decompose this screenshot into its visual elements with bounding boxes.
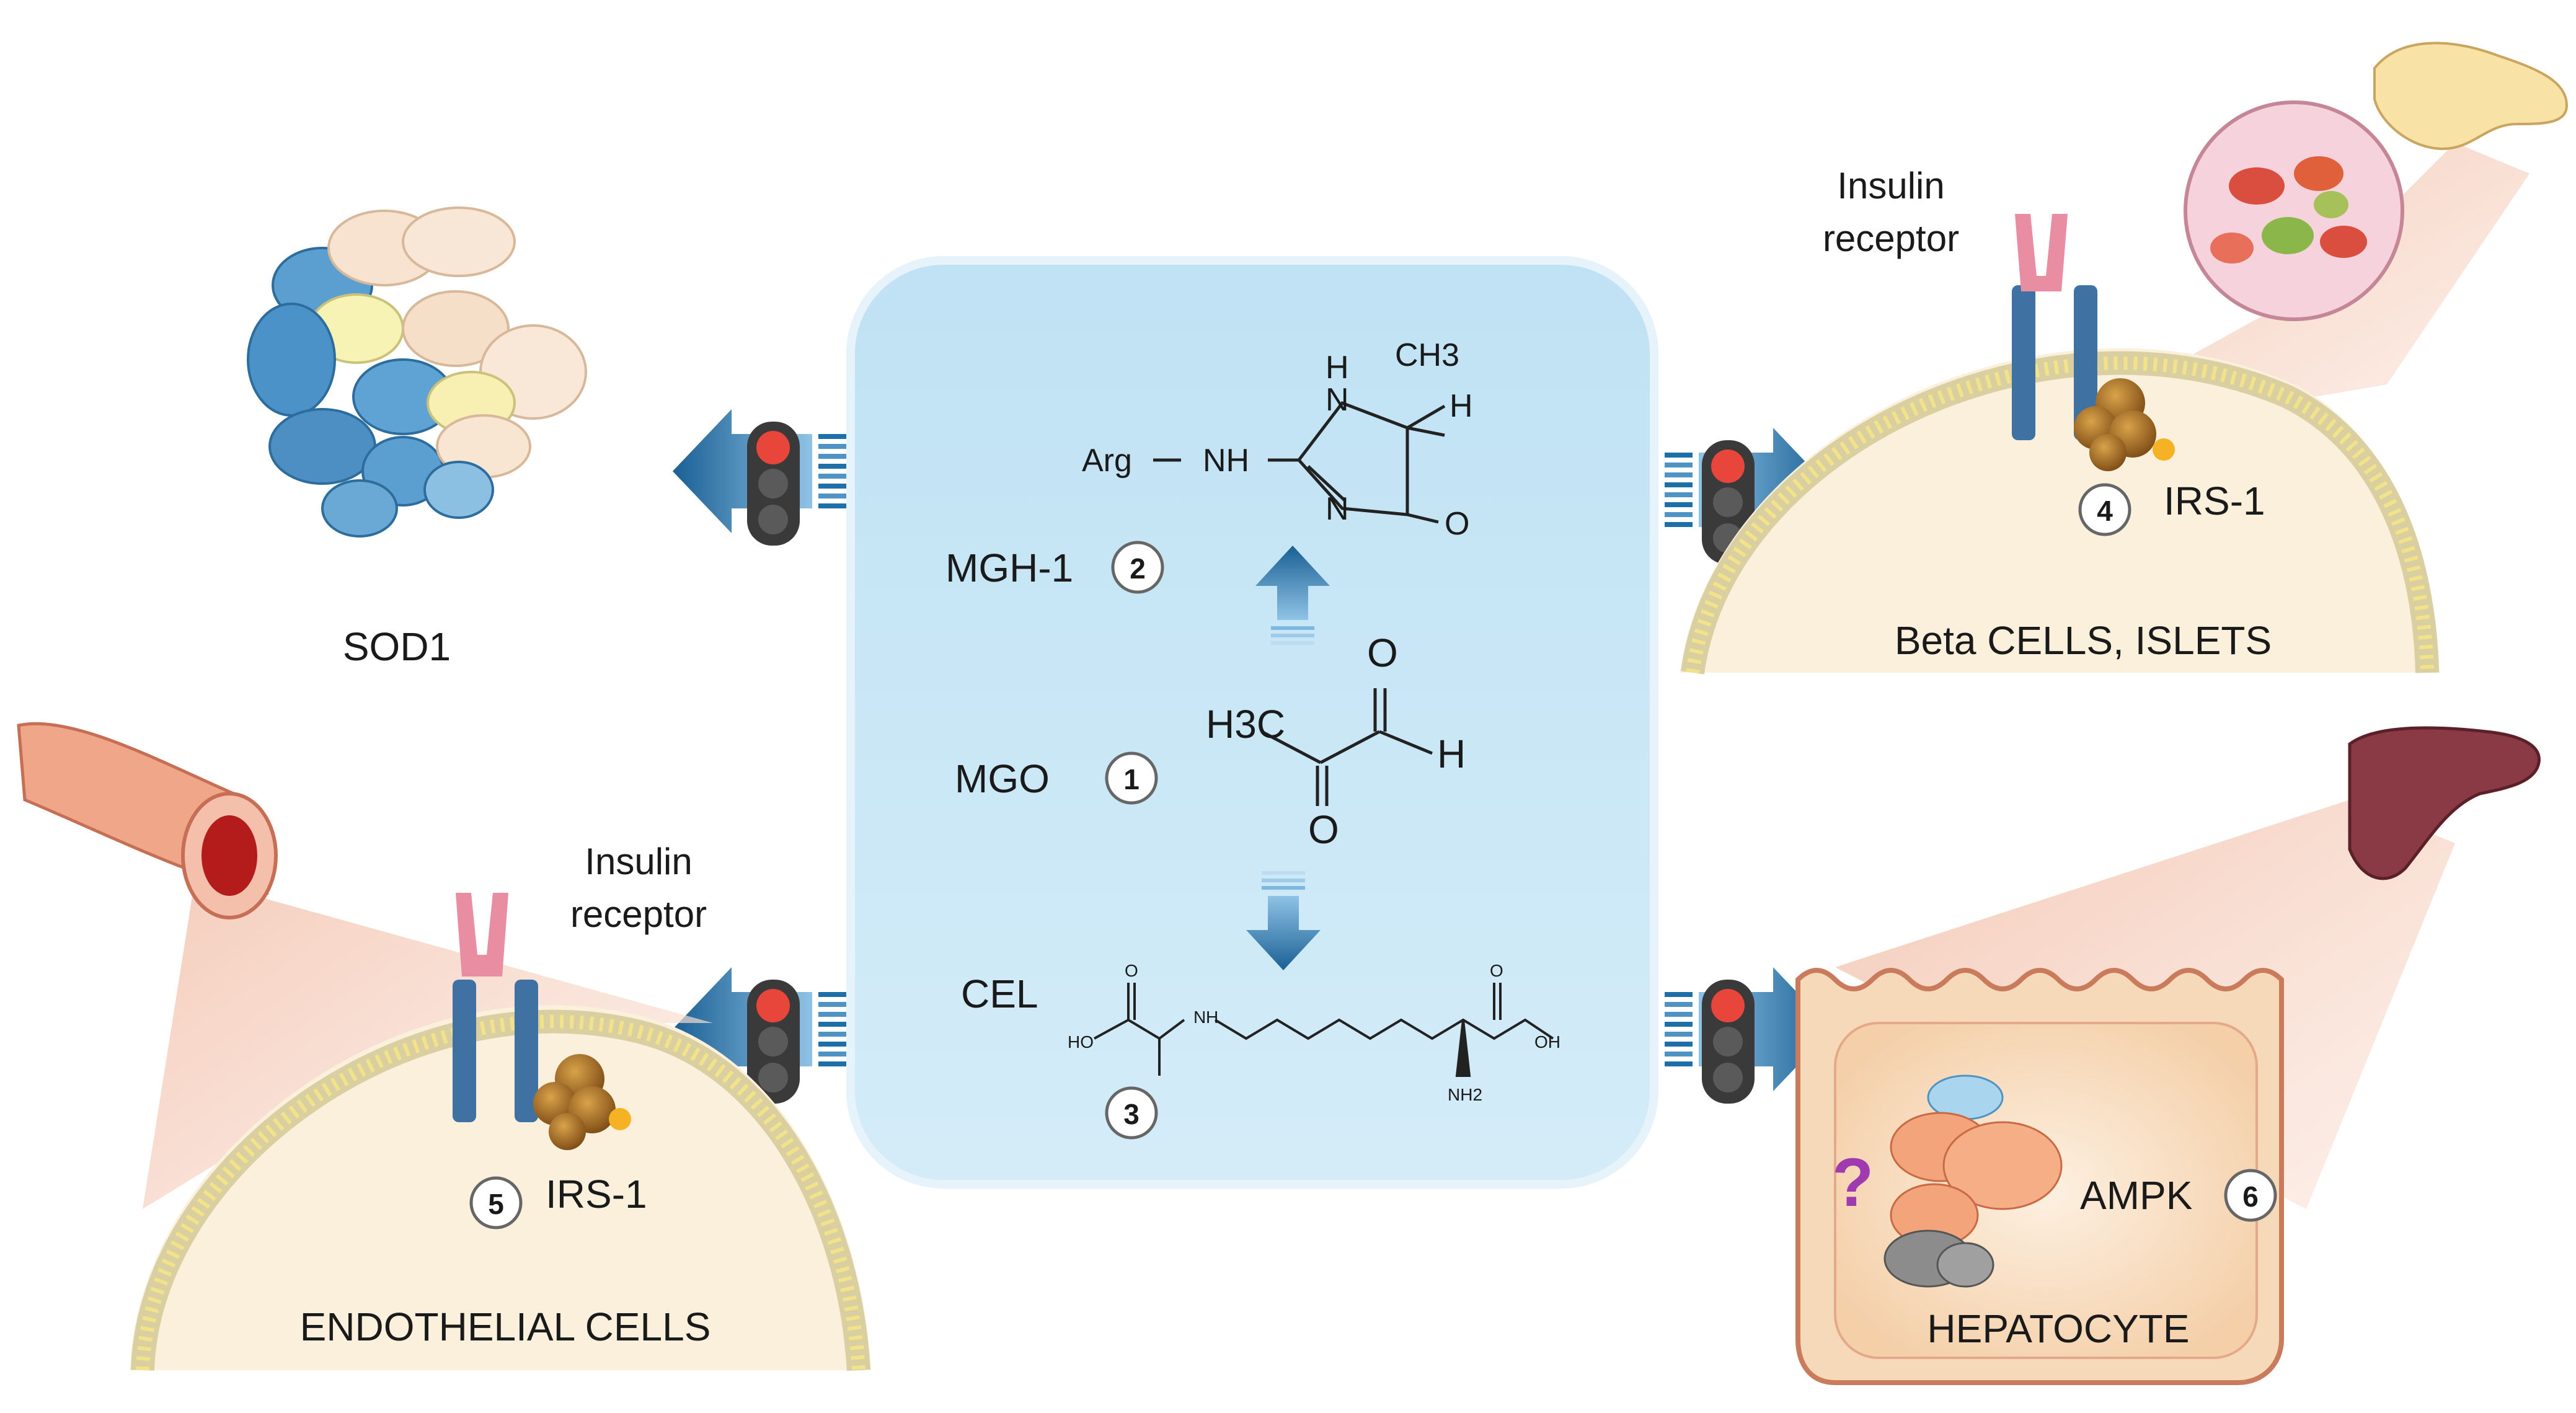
- down-arrow: [1246, 871, 1321, 970]
- cel-nh2-label: NH2: [1448, 1085, 1482, 1104]
- h3c-label: H3C: [1206, 702, 1285, 746]
- ampk-label: AMPK: [2080, 1173, 2192, 1218]
- irs1-protein-beta: [2074, 378, 2175, 471]
- insulin-receptor-beta: [2012, 214, 2097, 440]
- traffic-light-sod1: [747, 422, 800, 546]
- mgh1-structure: [1153, 401, 1446, 524]
- cel-structure-labels: HO O N H O OH NH2: [1068, 961, 1560, 1104]
- ring-h-label: H: [1326, 350, 1349, 386]
- blood-vessel-illustration: [17, 722, 278, 919]
- endothelial-cells-label: ENDOTHELIAL CELLS: [300, 1304, 711, 1349]
- sod1-protein-illustration: [247, 206, 587, 538]
- cel-structure: [1094, 983, 1554, 1077]
- nh-label: NH: [1203, 443, 1249, 479]
- endothelial-receptor-label-1: Insulin: [585, 841, 692, 882]
- svg-text:6: 6: [2242, 1180, 2259, 1213]
- beta-number-badge: 4: [2078, 483, 2131, 536]
- ring-n-bottom-label: N: [1326, 491, 1349, 527]
- endothelial-irs1-label: IRS-1: [546, 1172, 647, 1216]
- insulin-receptor-endothelial: [453, 893, 538, 1122]
- liver-organ: [2348, 726, 2541, 880]
- mgh1-number-badge: 2: [1111, 541, 1164, 594]
- beta-irs1-label: IRS-1: [2164, 479, 2265, 523]
- ch3-label: CH3: [1395, 337, 1459, 373]
- traffic-light-hepatocyte: [1702, 980, 1755, 1104]
- cel-o-right-label: O: [1490, 961, 1503, 980]
- cel-ho-label: HO: [1068, 1032, 1094, 1052]
- up-arrow: [1255, 546, 1330, 645]
- beta-receptor-label-2: receptor: [1823, 218, 1959, 259]
- mgh1-structure-labels: Arg NH H N N O CH3 H: [1082, 337, 1473, 542]
- beta-cell-body: [1680, 348, 2440, 675]
- h-label: H: [1450, 388, 1473, 424]
- sod1-label: SOD1: [343, 624, 451, 669]
- irs1-protein-endothelial: [533, 1054, 631, 1150]
- cel-number-badge: 3: [1105, 1086, 1158, 1140]
- mgo-structure: [1260, 688, 1433, 806]
- cel-label: CEL: [961, 972, 1038, 1016]
- beta-cells-label: Beta CELLS, ISLETS: [1895, 618, 2272, 663]
- arg-label: Arg: [1082, 443, 1132, 479]
- hepatocyte-number-badge: 6: [2224, 1169, 2277, 1222]
- ring-n-top-label: N: [1326, 382, 1349, 418]
- mgo-label: MGO: [955, 756, 1050, 801]
- beta-receptor-label-1: Insulin: [1837, 165, 1944, 206]
- traffic-light-endothelial: [747, 980, 800, 1104]
- ring-o-label: O: [1445, 506, 1469, 542]
- cel-o-left-label: O: [1125, 961, 1138, 980]
- svg-text:2: 2: [1130, 552, 1146, 585]
- pancreas-organ: [2373, 42, 2569, 151]
- cel-nh-h-label: H: [1206, 1008, 1218, 1027]
- mgo-number-badge: 1: [1105, 751, 1158, 805]
- mgh1-label: MGH-1: [945, 546, 1073, 590]
- mgo-h-label: H: [1437, 732, 1466, 776]
- svg-text:5: 5: [488, 1188, 504, 1220]
- cel-n-label: N: [1193, 1008, 1206, 1027]
- mgo-structure-labels: H3C O O H: [1206, 631, 1466, 852]
- islet-illustration: [2184, 100, 2404, 321]
- center-panel: [846, 256, 1658, 1189]
- cel-oh-label: OH: [1534, 1032, 1560, 1052]
- svg-text:1: 1: [1123, 763, 1140, 795]
- endothelial-receptor-label-2: receptor: [570, 893, 707, 935]
- mgo-o-bottom-label: O: [1308, 807, 1339, 852]
- mgo-o-top-label: O: [1367, 631, 1398, 675]
- svg-text:3: 3: [1123, 1098, 1140, 1130]
- ampk-protein-illustration: [1883, 1074, 2063, 1288]
- endothelial-number-badge: 5: [469, 1176, 523, 1229]
- hepatocyte-label: HEPATOCYTE: [1927, 1306, 2189, 1351]
- question-mark: ?: [1832, 1145, 1874, 1221]
- svg-text:4: 4: [2097, 495, 2113, 527]
